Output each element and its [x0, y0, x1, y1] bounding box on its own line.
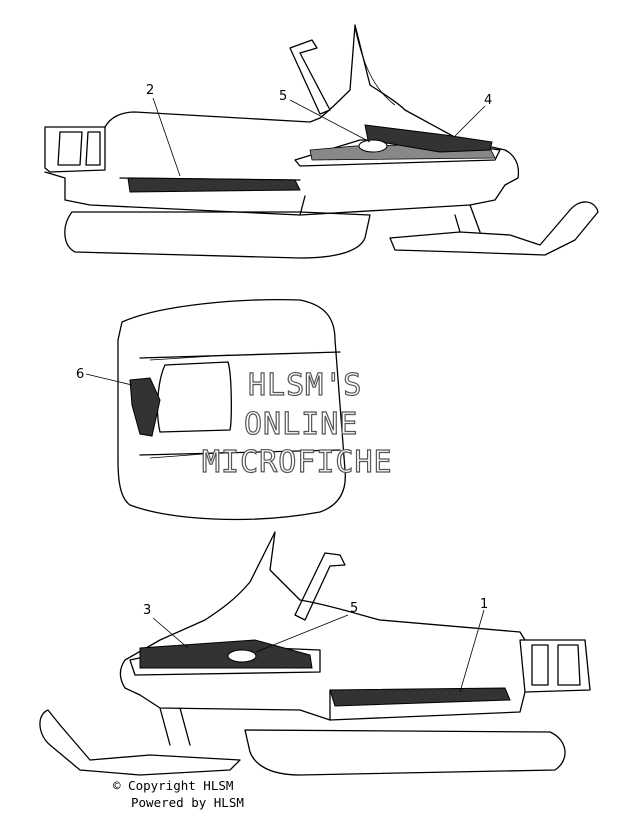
watermark-line-3: MICROFICHE: [202, 445, 393, 480]
callout-4-top: 4: [484, 93, 492, 108]
snowmobile-side-view-bottom: 3 5 1: [39, 531, 591, 776]
callout-2-top: 2: [146, 83, 154, 98]
decal-2-top: [127, 177, 301, 193]
decal-1-bottom: [329, 687, 511, 707]
watermark-line-1: HLSM'S: [248, 368, 362, 403]
watermark-line-2: ONLINE: [244, 407, 358, 442]
copyright-text: © Copyright HLSM: [113, 778, 234, 793]
callout-6: 6: [76, 367, 84, 382]
watermark: HLSM'S ONLINE MICROFICHE: [201, 367, 393, 480]
callout-3-bottom: 3: [143, 603, 151, 618]
snowmobile-front-view: 6: [76, 299, 346, 521]
snowmobile-side-view-top: 2 5 4: [44, 24, 599, 259]
callout-5-bottom: 5: [350, 601, 358, 616]
decal-6-front: [129, 377, 161, 437]
powered-by-text: Powered by HLSM: [131, 795, 244, 810]
decal-3-bottom: [139, 639, 313, 669]
callout-1-bottom: 1: [480, 597, 488, 612]
callout-5-top: 5: [279, 89, 287, 104]
